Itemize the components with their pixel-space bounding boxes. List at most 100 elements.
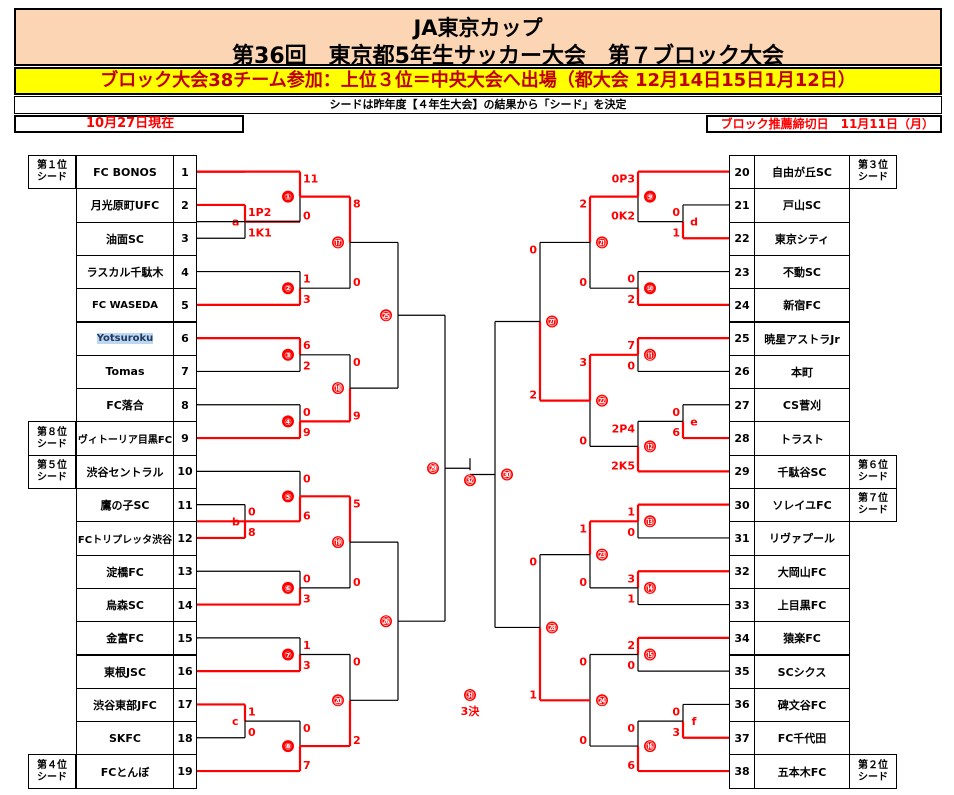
match-number: ⑧ — [284, 743, 292, 753]
seed-text: シード — [858, 172, 888, 184]
seed-label: 第３位シード — [849, 155, 897, 190]
score-label: 0 — [529, 243, 537, 256]
title-line2: 第36回 東京都5年生サッカー大会 第７ブロック大会 — [232, 44, 784, 69]
title-box: JA東京カップ 第36回 東京都5年生サッカー大会 第７ブロック大会 — [14, 8, 942, 69]
seed-text: シード — [858, 771, 888, 783]
score-label: 0 — [303, 472, 311, 485]
score-label: 3 — [303, 659, 311, 672]
score-label: 3 — [303, 293, 311, 306]
match-number-marker — [332, 236, 344, 249]
seed-rank: 第８位 — [37, 426, 67, 438]
match-number-marker — [282, 282, 294, 295]
match-number-marker — [464, 689, 476, 701]
match-number-marker — [427, 462, 439, 475]
score-label: 6 — [303, 509, 311, 522]
match-number-marker — [596, 694, 608, 707]
score-label: 0 — [627, 273, 635, 286]
score-label: 5 — [353, 497, 361, 510]
score-label: 0 — [529, 556, 537, 569]
match-number: ㉒ — [597, 395, 606, 407]
match-number: ㉚ — [502, 469, 511, 481]
score-label: 3決 — [461, 704, 481, 718]
match-number-marker — [282, 348, 294, 361]
score-label: f — [692, 715, 697, 728]
score-label: 0 — [627, 659, 635, 672]
match-number: ⑦ — [284, 651, 292, 661]
score-label: 0 — [303, 210, 311, 223]
score-label: 3 — [579, 356, 587, 369]
score-label: 0 — [303, 572, 311, 585]
score-label: 0 — [353, 356, 361, 369]
match-number-marker — [501, 468, 513, 481]
seed-rank: 第２位 — [858, 759, 888, 771]
match-number-marker — [644, 282, 656, 295]
match-number-marker — [546, 315, 558, 328]
score-label: 9 — [303, 426, 311, 439]
score-label: 11 — [303, 173, 318, 186]
score-label: 2P4 — [612, 422, 636, 435]
score-label: 1 — [627, 593, 635, 606]
seed-label: 第４位シード — [28, 754, 76, 789]
score-label: 3 — [303, 593, 311, 606]
match-number: ㉘ — [547, 622, 556, 634]
match-number-marker — [282, 190, 294, 203]
match-number-marker — [644, 348, 656, 361]
score-label: 1 — [529, 688, 537, 701]
match-number: ③ — [284, 351, 292, 361]
match-number-marker — [282, 415, 294, 428]
title-line1: JA東京カップ — [413, 16, 543, 40]
score-label: 0 — [303, 406, 311, 419]
match-number: ㉜ — [465, 475, 474, 487]
seed-text: シード — [858, 471, 888, 483]
match-number-marker — [380, 309, 392, 322]
match-number-marker — [282, 490, 294, 503]
match-number: ⑨ — [646, 193, 654, 203]
score-label: 0 — [579, 434, 587, 447]
score-label: 1 — [303, 273, 311, 286]
match-number: ⑰ — [333, 237, 342, 249]
seed-rank: 第５位 — [37, 459, 67, 471]
match-number: ㉔ — [597, 695, 606, 707]
match-number-marker — [644, 440, 656, 453]
score-label: 8 — [353, 198, 361, 211]
match-number: ⑬ — [645, 516, 654, 528]
score-label: 0 — [353, 276, 361, 289]
match-number: ⑲ — [333, 537, 342, 549]
team-number: 19 — [173, 754, 197, 789]
seed-rank: 第６位 — [858, 459, 888, 471]
score-label: 0 — [579, 656, 587, 669]
score-label: c — [232, 715, 239, 728]
match-number: ㉗ — [547, 316, 556, 328]
score-label: 3 — [672, 726, 680, 739]
score-label: 1 — [672, 226, 680, 239]
match-number-marker — [332, 536, 344, 549]
score-label: 2 — [529, 389, 537, 402]
match-number-marker — [644, 740, 656, 753]
score-label: e — [690, 415, 697, 428]
match-number-marker — [596, 548, 608, 561]
score-label: 1P2 — [248, 206, 271, 219]
match-number: ㉖ — [381, 616, 390, 628]
score-label: 0 — [248, 506, 256, 519]
score-label: 6 — [303, 339, 311, 352]
match-number: ⑫ — [645, 441, 654, 453]
match-number-marker — [596, 394, 608, 407]
score-label: 0 — [353, 576, 361, 589]
match-number-marker — [644, 648, 656, 661]
seed-label: 第７位シード — [849, 488, 897, 523]
score-label: 7 — [627, 339, 635, 352]
score-label: 2 — [627, 293, 635, 306]
match-number: ⑯ — [645, 741, 654, 753]
seed-note: シードは昨年度【４年生大会】の結果から「シード」を決定 — [14, 96, 942, 114]
score-label: 0 — [353, 656, 361, 669]
score-label: 8 — [248, 526, 256, 539]
match-number: ⑥ — [284, 584, 292, 594]
score-label: 6 — [672, 426, 680, 439]
match-number: ① — [284, 193, 292, 203]
score-label: 7 — [303, 759, 311, 772]
score-label: d — [690, 216, 698, 229]
match-number: ㉙ — [428, 463, 437, 475]
match-number: ⑮ — [645, 649, 654, 661]
score-label: 0 — [627, 359, 635, 372]
